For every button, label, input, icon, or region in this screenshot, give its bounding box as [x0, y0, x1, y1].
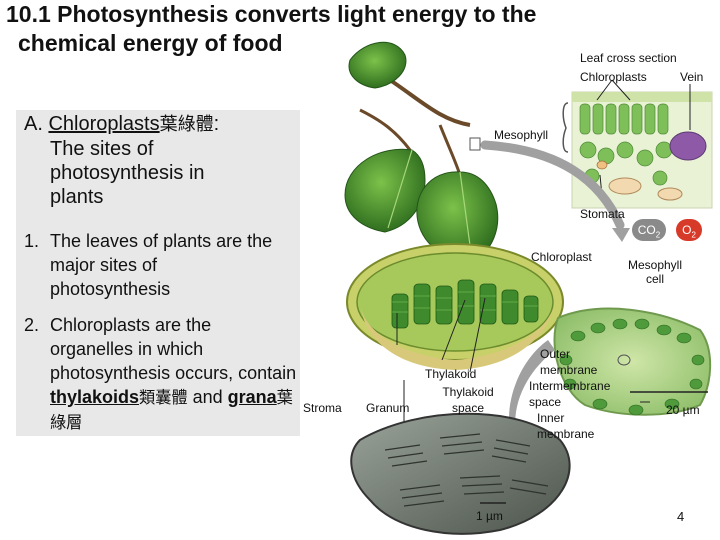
- label-vein: Vein: [680, 70, 703, 84]
- label-stroma: Stroma: [303, 401, 342, 415]
- label-scale-1um: 1 µm: [476, 509, 503, 523]
- label-thylakoid-space-2: space: [430, 400, 506, 416]
- zoom-arrow-top-head: [612, 228, 630, 242]
- label-mesophyll: Mesophyll: [494, 128, 548, 142]
- label-mesophyll-cell-line-1: Mesophyll: [618, 258, 692, 272]
- label-intermembrane-2: space: [529, 394, 610, 410]
- label-stomata: Stomata: [580, 207, 625, 221]
- label-membranes: Outer membrane Intermembrane space Inner…: [529, 346, 610, 442]
- leaf-cross-section-drawing: [563, 80, 712, 208]
- label-intermembrane-1: Intermembrane: [529, 378, 610, 394]
- label-thylakoid-space-1: Thylakoid: [430, 384, 506, 400]
- label-mesophyll-cell: Mesophyll cell: [618, 258, 692, 286]
- co2-text: CO: [638, 223, 656, 237]
- label-mesophyll-cell-line-2: cell: [618, 272, 692, 286]
- label-inner-membrane-2: membrane: [529, 426, 610, 442]
- co2-subscript: 2: [656, 230, 660, 239]
- label-outer-membrane-1: Outer: [529, 346, 610, 362]
- label-inner-membrane-1: Inner: [529, 410, 610, 426]
- label-scale-20um: 20 µm: [666, 403, 700, 417]
- label-thylakoid-space: Thylakoid space: [430, 384, 506, 416]
- label-leaf-cross-section: Leaf cross section: [580, 51, 677, 65]
- page-number: 4: [677, 509, 684, 524]
- leaf-drawing: [345, 42, 498, 262]
- label-chloroplasts: Chloroplasts: [580, 70, 647, 84]
- label-granum: Granum: [366, 401, 409, 415]
- label-chloroplast: Chloroplast: [531, 250, 592, 264]
- o2-badge: O2: [676, 219, 702, 241]
- label-outer-membrane-2: membrane: [529, 362, 610, 378]
- label-thylakoid: Thylakoid: [425, 367, 476, 381]
- co2-badge: CO2: [632, 219, 666, 241]
- o2-subscript: 2: [691, 230, 695, 239]
